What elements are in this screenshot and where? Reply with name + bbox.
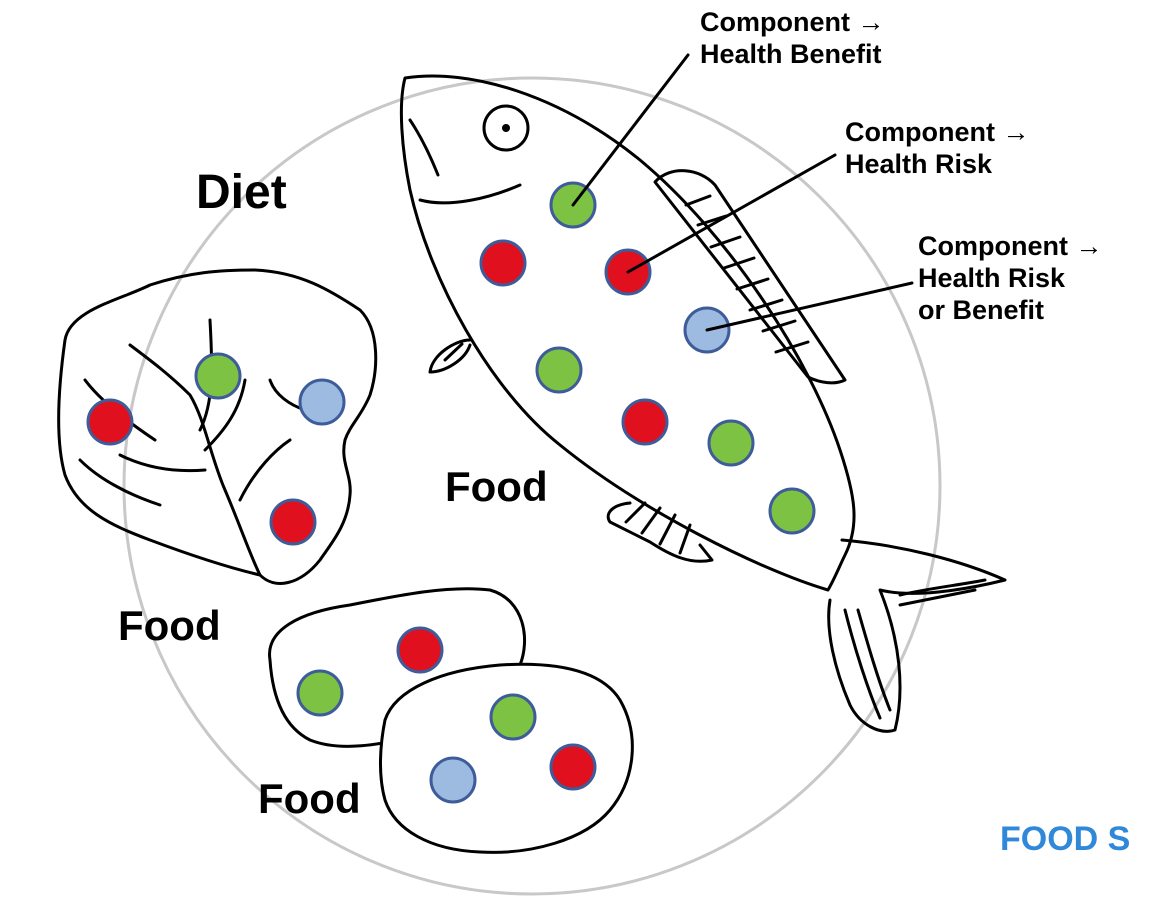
diet-title: Diet xyxy=(196,165,287,220)
benefit-dot xyxy=(709,421,753,465)
benefit-dot xyxy=(491,695,535,739)
annotation-line: Health Risk xyxy=(918,262,1102,294)
risk-dot xyxy=(271,500,315,544)
annotation-line: Component → xyxy=(700,6,884,38)
annotation-line: Component → xyxy=(918,230,1102,262)
risk-dot xyxy=(481,241,525,285)
benefit-dot xyxy=(196,354,240,398)
food-label-potato: Food xyxy=(258,775,361,823)
risk-dot xyxy=(398,628,442,672)
annotation-health-benefit: Component → Health Benefit xyxy=(700,6,884,70)
food-label-lettuce: Food xyxy=(118,602,221,650)
annotation-line: or Benefit xyxy=(918,294,1102,326)
risk-or-benefit-dot xyxy=(431,758,475,802)
annotation-line: Health Benefit xyxy=(700,38,884,70)
food-label-fish: Food xyxy=(445,463,548,511)
watermark-text: FOOD S xyxy=(1000,820,1130,859)
annotation-health-risk: Component → Health Risk xyxy=(845,116,1029,180)
risk-dot xyxy=(551,745,595,789)
annotation-health-risk-or-benefit: Component → Health Risk or Benefit xyxy=(918,230,1102,326)
risk-dot xyxy=(623,400,667,444)
risk-or-benefit-dot xyxy=(300,380,344,424)
benefit-dot xyxy=(537,348,581,392)
annotation-line: Component → xyxy=(845,116,1029,148)
risk-dot xyxy=(88,400,132,444)
benefit-dot xyxy=(298,671,342,715)
benefit-dot xyxy=(770,489,814,533)
annotation-line: Health Risk xyxy=(845,148,1029,180)
